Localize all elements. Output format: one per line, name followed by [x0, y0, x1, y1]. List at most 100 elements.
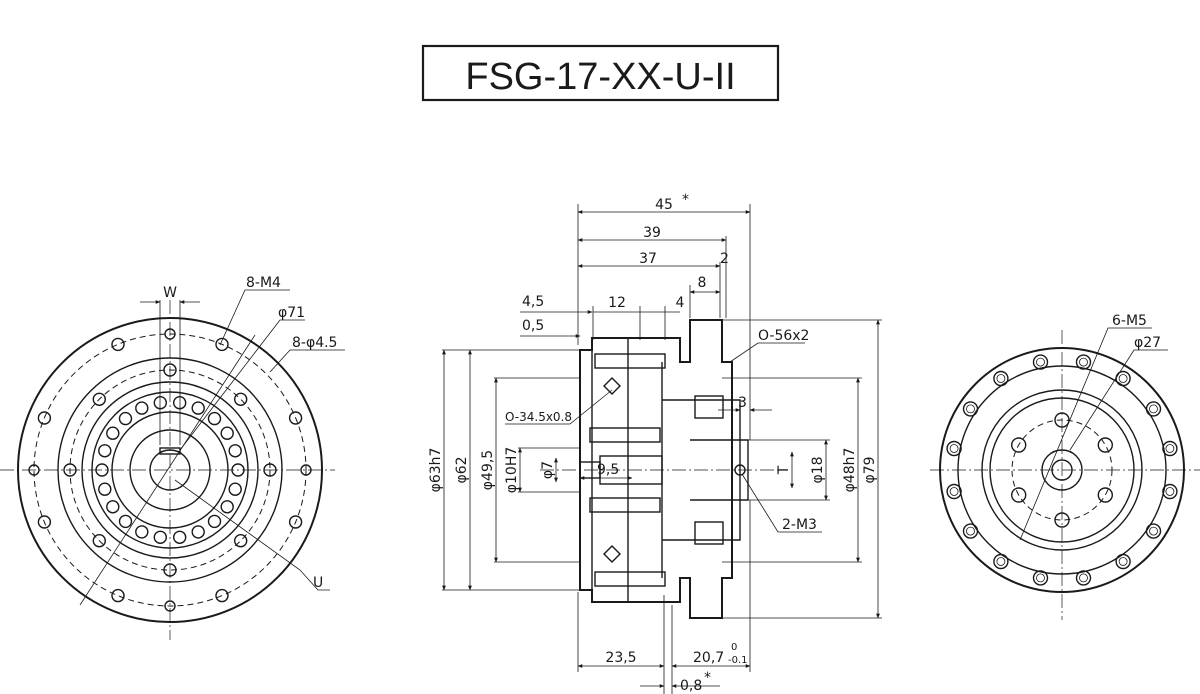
oring-mid-label: O-34.5x0.8	[505, 410, 572, 424]
through-hole-pcd	[33, 333, 307, 607]
bolt-mid-bottom	[589, 497, 661, 513]
dim-62-label: φ62	[454, 456, 470, 483]
title-frame	[421, 44, 780, 102]
through-hole	[111, 337, 125, 352]
body-outline-top	[579, 319, 733, 470]
bearing-race-outer	[91, 391, 249, 549]
dim-20-7-tol-upper: 0	[731, 642, 737, 653]
rear-tapped-hole	[1097, 487, 1114, 503]
rear-bolt-inner	[1118, 557, 1128, 566]
bearing-ball	[220, 426, 234, 440]
output-hub	[690, 439, 749, 501]
rear-bolt	[1075, 570, 1092, 586]
dim-39-label: 39	[643, 225, 661, 241]
through-hole	[288, 515, 303, 529]
pcd-label: φ71	[278, 305, 305, 321]
bearing-ball	[228, 482, 242, 496]
dim-18-label: φ18	[810, 456, 826, 483]
rear-bolt	[1075, 354, 1092, 370]
bearing-top	[694, 395, 724, 419]
through-hole-axis	[164, 600, 176, 612]
rear-step-3	[989, 397, 1135, 543]
diameter-leader	[79, 334, 256, 606]
bearing-ball	[106, 500, 120, 514]
dim-12-label: 12	[608, 295, 626, 311]
dim-4-label: 4	[676, 295, 685, 311]
rear-tapped-leader	[1019, 327, 1152, 541]
housing-inner	[662, 399, 741, 541]
hub-outer	[129, 429, 211, 511]
rear-bolt-inner	[966, 526, 975, 536]
through-hole-axis	[28, 464, 40, 476]
tapped-hole	[233, 534, 248, 548]
rear-bolt	[1145, 401, 1162, 417]
rear-bolt-inner	[996, 557, 1006, 566]
tapped-hole	[92, 392, 107, 406]
dim-8-label: 8	[698, 275, 707, 291]
m3-hole	[734, 464, 746, 476]
dim-2-label: 2	[720, 251, 729, 267]
bearing-ball	[95, 463, 109, 477]
rear-bolt	[993, 370, 1009, 387]
dim-9-5-label: 9,5	[597, 462, 619, 478]
rear-bolt-inner	[1149, 404, 1158, 414]
through-hole	[215, 337, 229, 352]
rear-bolt	[946, 440, 962, 457]
rear-tapped-label: 6-M5	[1112, 313, 1147, 329]
bearing-ball	[153, 530, 168, 544]
tapped-hole	[163, 363, 177, 377]
rear-bore	[1051, 459, 1073, 481]
dim-7-label: φ7	[540, 461, 556, 479]
rear-bolt	[1145, 523, 1162, 539]
dim-45-label: 45	[655, 197, 673, 213]
dim-63-label: φ63h7	[428, 448, 444, 493]
front-view: W 8-M4 φ71 8-φ4.5 U	[0, 275, 345, 640]
tapped-hole-label: 8-M4	[246, 275, 281, 291]
tapped-hole	[263, 463, 277, 477]
through-hole	[37, 411, 52, 425]
bearing-ball	[191, 401, 205, 415]
oring-top-label: O-56x2	[758, 328, 809, 344]
through-hole	[111, 588, 125, 603]
dim-20-7-tol-lower: -0.1	[728, 655, 748, 666]
dim-20-7-label: 20,7	[693, 650, 724, 666]
rear-bolt	[946, 483, 962, 500]
bolt-top	[594, 353, 666, 369]
dim-37-label: 37	[639, 251, 657, 267]
tapped-hole-leader	[219, 289, 290, 346]
through-hole	[288, 411, 303, 425]
through-hole-label: 8-φ4.5	[292, 335, 337, 351]
rear-outer	[939, 347, 1185, 593]
rear-bolt	[993, 553, 1009, 570]
m3-label: 2-M3	[782, 517, 817, 533]
dim-45-star: *	[682, 192, 689, 208]
title-text: FSG-17-XX-U-II	[465, 56, 735, 98]
w-label: W	[163, 285, 177, 301]
oring-bottom-section	[603, 545, 621, 563]
rear-bolt-inner	[996, 374, 1006, 383]
rear-bolt-inner	[966, 404, 975, 414]
through-hole-leader	[269, 349, 345, 373]
bearing-ball	[228, 444, 242, 458]
dim-4-5-label: 4,5	[522, 294, 544, 310]
bearing-race-inner	[111, 411, 229, 529]
shaft-bore	[149, 449, 191, 491]
bearing-ball	[118, 411, 133, 426]
oring-top-section	[603, 377, 621, 395]
rear-bolt-inner	[949, 444, 959, 453]
tapped-hole-pcd	[69, 369, 271, 571]
rear-bolt	[962, 401, 979, 417]
rear-bolt-inner	[1118, 374, 1128, 383]
rear-bolt	[1115, 553, 1131, 570]
rear-bolt-inner	[1079, 357, 1088, 367]
rear-pcd	[1011, 419, 1113, 521]
flange-step	[57, 357, 283, 583]
rear-tapped-hole	[1054, 412, 1070, 428]
u-label: U	[313, 575, 323, 591]
dim-10-label: φ10H7	[504, 447, 520, 493]
dim-79-label: φ79	[862, 456, 878, 483]
side-view: 45 * 39 37 2 8 12 4 4,5 0,5 O-56x2 O-34.…	[428, 192, 882, 694]
rear-bolt	[962, 523, 979, 539]
oring-top-leader	[729, 342, 805, 363]
rear-tapped-hole	[1054, 512, 1070, 528]
